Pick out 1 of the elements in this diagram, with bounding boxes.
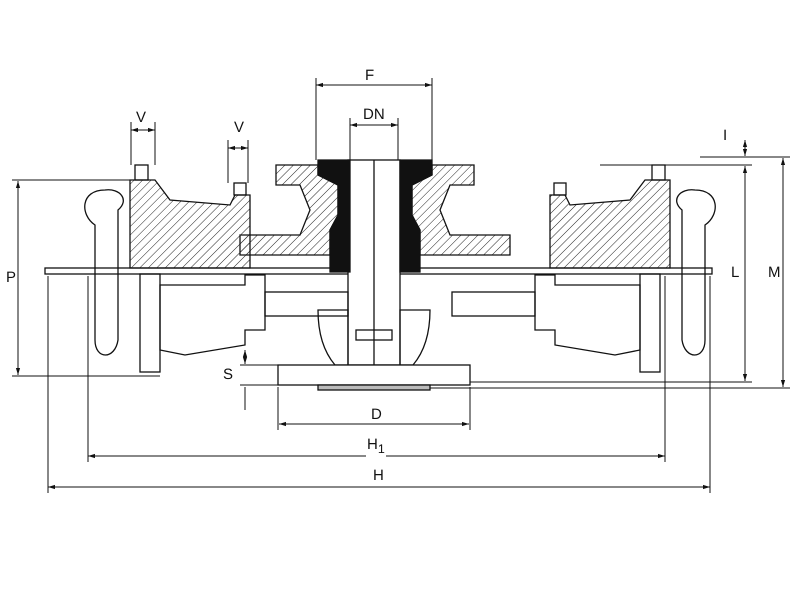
dimension-label: H$_{1}$ bbox=[366, 437, 386, 457]
